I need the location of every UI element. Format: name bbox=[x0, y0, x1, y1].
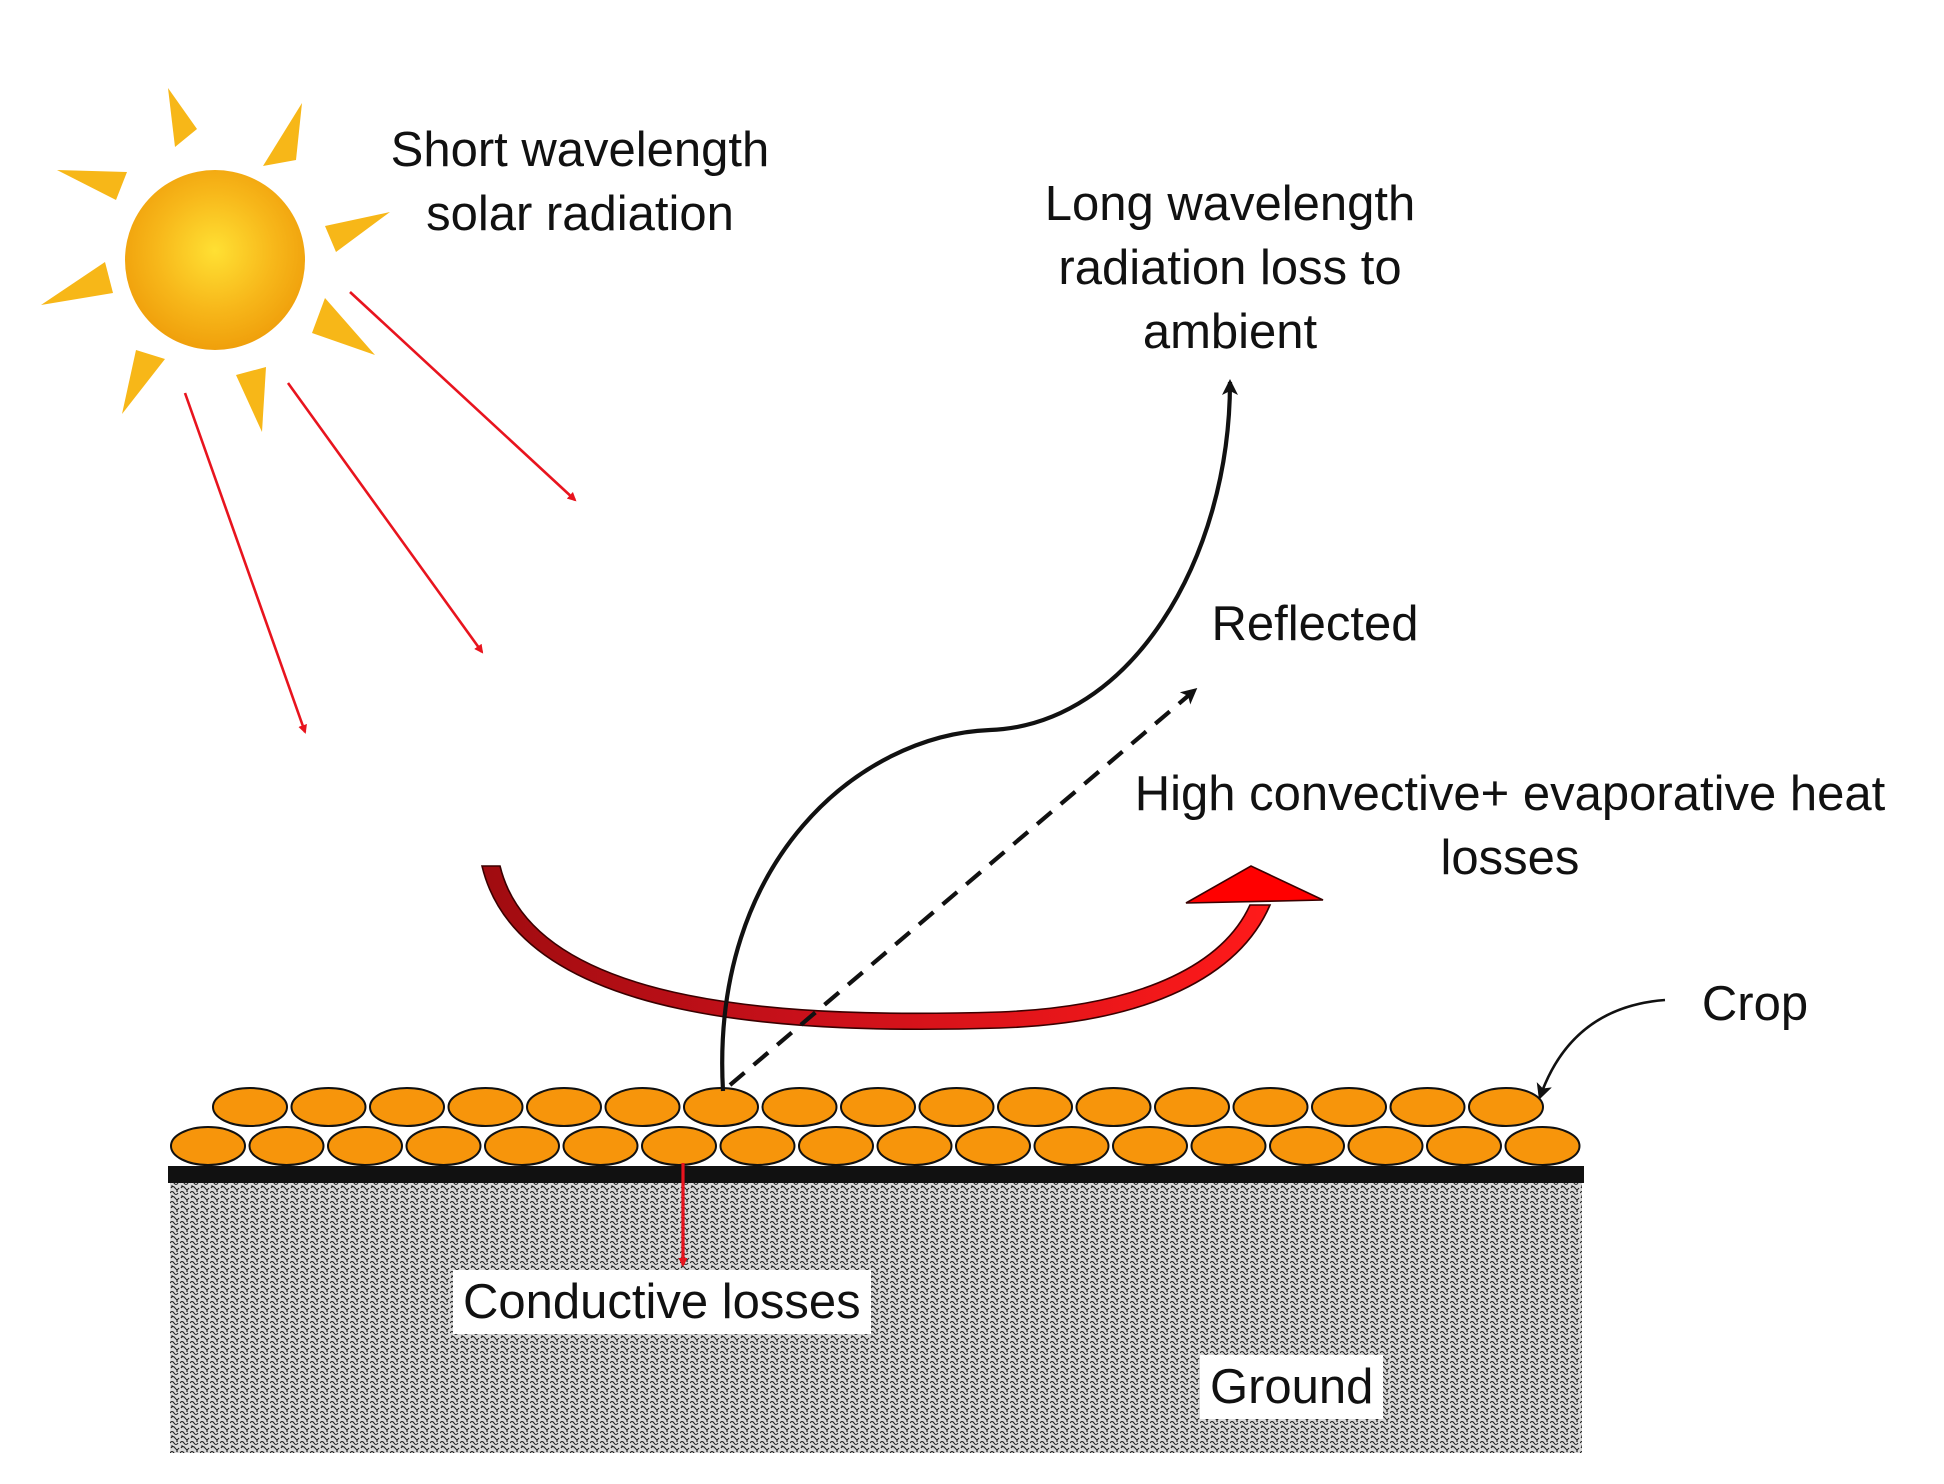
crop-grain bbox=[1075, 1087, 1152, 1127]
ground-label: Ground bbox=[1200, 1355, 1384, 1419]
crop-grain bbox=[405, 1126, 482, 1166]
ground-surface-line bbox=[168, 1166, 1584, 1183]
crop-grain bbox=[604, 1087, 681, 1127]
crop-grain bbox=[1389, 1087, 1466, 1127]
convective-label: High convective+ evaporative heat losses bbox=[1134, 767, 1886, 885]
crop-grain bbox=[1269, 1126, 1345, 1166]
crop-grain bbox=[1426, 1126, 1502, 1166]
crop-grain bbox=[918, 1087, 995, 1127]
convective-arrow bbox=[480, 865, 1324, 1031]
crop-label: Crop bbox=[1701, 977, 1809, 1031]
reflected-arrow bbox=[728, 688, 1198, 1087]
long-wavelength-arrow bbox=[720, 379, 1238, 1092]
crop-grain bbox=[1347, 1126, 1424, 1166]
crop-grain bbox=[1154, 1087, 1230, 1127]
crop-grain bbox=[212, 1087, 288, 1127]
crop-grain bbox=[562, 1126, 639, 1166]
solar-radiation-arrows bbox=[183, 291, 577, 734]
sun-icon bbox=[41, 88, 390, 432]
crop-layer bbox=[170, 1087, 1581, 1166]
crop-grain bbox=[1232, 1087, 1309, 1127]
crop-grain bbox=[955, 1126, 1031, 1166]
crop-pointer-arrow bbox=[1536, 998, 1666, 1100]
crop-grain bbox=[526, 1087, 602, 1127]
crop-grain bbox=[761, 1087, 838, 1127]
crop-grain bbox=[1311, 1087, 1387, 1127]
crop-grain bbox=[248, 1126, 325, 1166]
crop-grain bbox=[798, 1126, 874, 1166]
crop-grain bbox=[369, 1087, 445, 1127]
crop-grain bbox=[1504, 1126, 1581, 1166]
crop-grain bbox=[1112, 1126, 1188, 1166]
crop-grain bbox=[641, 1126, 717, 1166]
crop-grain bbox=[290, 1087, 367, 1127]
crop-grain bbox=[447, 1087, 524, 1127]
solar-ray-1 bbox=[349, 291, 577, 502]
crop-grain bbox=[327, 1126, 403, 1166]
crop-grain bbox=[719, 1126, 796, 1166]
solar-ray-2 bbox=[286, 382, 484, 654]
long-wavelength-label: Long wavelength radiation loss to ambien… bbox=[1044, 177, 1416, 359]
crop-grain bbox=[840, 1087, 916, 1127]
crop-grain bbox=[484, 1126, 560, 1166]
crop-grain bbox=[1033, 1126, 1110, 1166]
crop-grain bbox=[997, 1087, 1073, 1127]
crop-grain bbox=[170, 1126, 246, 1166]
solar-ray-3 bbox=[183, 392, 307, 734]
crop-grain bbox=[876, 1126, 953, 1166]
reflected-label: Reflected bbox=[1211, 597, 1419, 651]
conductive-losses-label: Conductive losses bbox=[453, 1270, 871, 1334]
crop-grain bbox=[1190, 1126, 1267, 1166]
crop-grain bbox=[683, 1087, 759, 1127]
short-wavelength-label: Short wavelength solar radiation bbox=[390, 123, 770, 241]
crop-grain bbox=[1468, 1087, 1544, 1127]
